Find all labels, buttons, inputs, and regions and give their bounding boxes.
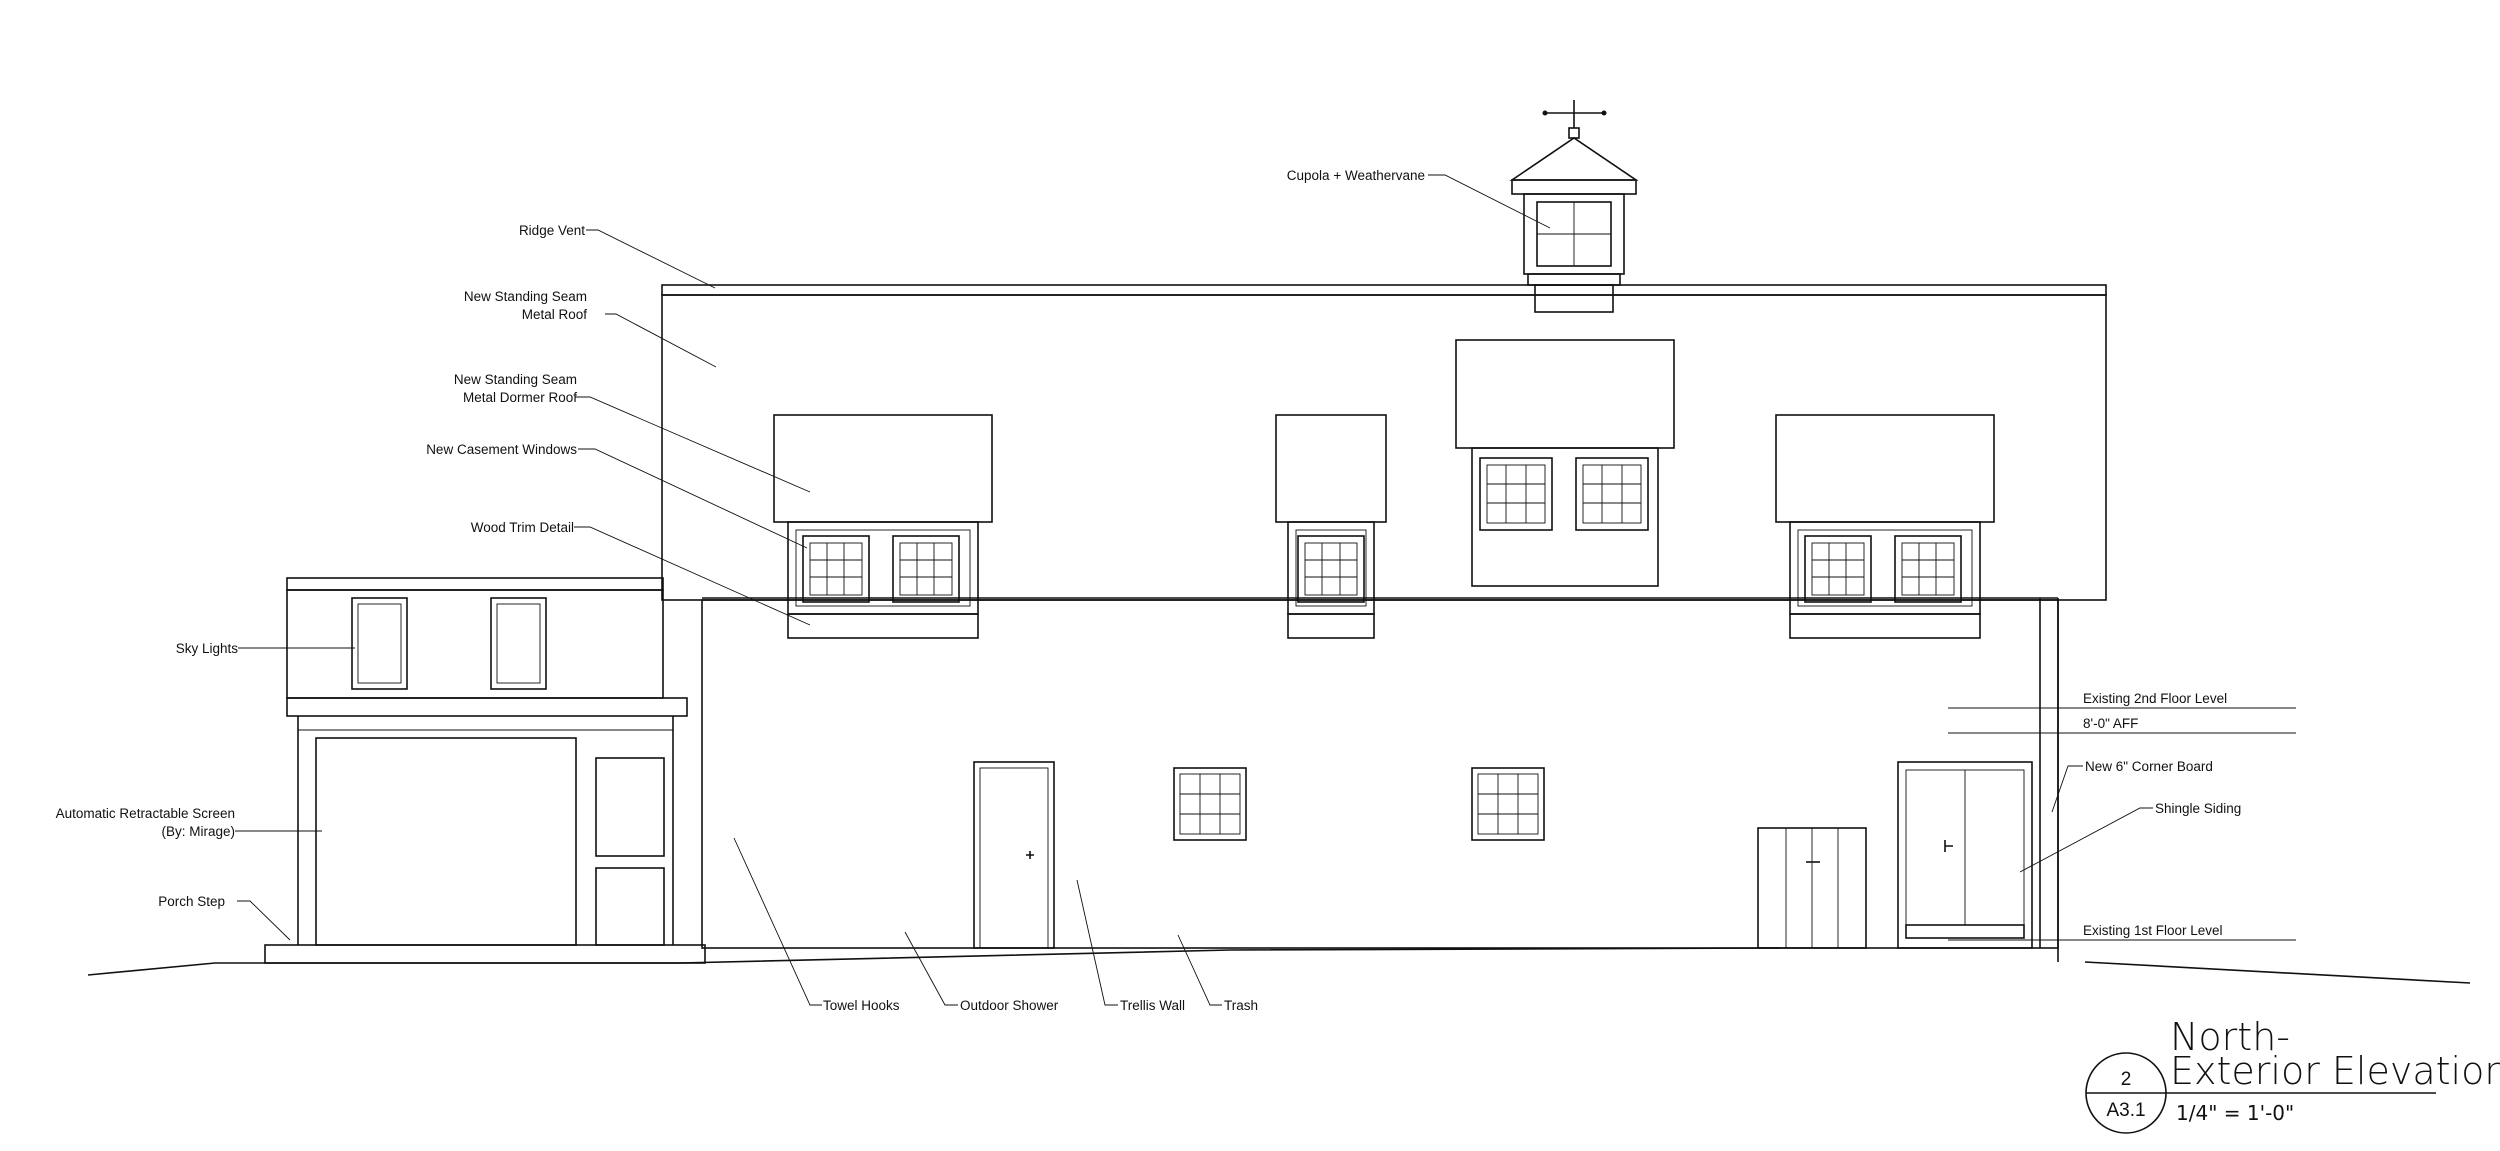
- corner-board: [2039, 598, 2059, 962]
- dormer-4: [1775, 414, 1995, 639]
- label-shingle-siding: Shingle Siding: [2155, 801, 2241, 816]
- label-porch-step: Porch Step: [158, 894, 225, 909]
- title-line1: North-: [2170, 1015, 2290, 1059]
- label-aff: 8'-0" AFF: [2083, 716, 2138, 731]
- wall-window-1: [1173, 767, 1247, 841]
- shower-door: [973, 761, 1055, 949]
- label-wood-trim: Wood Trim Detail: [471, 520, 574, 535]
- shingle-wall: [701, 597, 2059, 949]
- label-cupola: Cupola + Weathervane: [1287, 168, 1425, 183]
- callout-labels: Cupola + Weathervane Ridge Vent New Stan…: [56, 168, 2242, 1013]
- label-screen-line1: Automatic Retractable Screen: [56, 806, 235, 821]
- label-first-floor: Existing 1st Floor Level: [2083, 923, 2223, 938]
- label-second-floor: Existing 2nd Floor Level: [2083, 691, 2227, 706]
- leader-lines: [235, 174, 2153, 1006]
- trash-enclosure: [1757, 827, 1867, 949]
- dormer-1: [773, 414, 993, 639]
- dormer-3: [1455, 339, 1675, 587]
- main-roof: [661, 284, 2107, 601]
- porch-structure: [264, 577, 706, 964]
- label-sky-lights: Sky Lights: [176, 641, 239, 656]
- label-roof-line2: Metal Roof: [522, 307, 588, 322]
- detail-number: 2: [2121, 1069, 2132, 1090]
- label-dormer-roof-line1: New Standing Seam: [454, 372, 577, 387]
- label-dormer-roof-line2: Metal Dormer Roof: [463, 390, 577, 405]
- label-outdoor-shower: Outdoor Shower: [960, 998, 1059, 1013]
- label-screen-line2: (By: Mirage): [161, 824, 235, 839]
- ground-line: [87, 947, 2471, 984]
- side-door: [1897, 761, 2033, 949]
- sheet-number: A3.1: [2106, 1100, 2145, 1121]
- title-line2: Exterior Elevation: [2170, 1049, 2500, 1093]
- label-trellis-wall: Trellis Wall: [1120, 998, 1185, 1013]
- dormer-2: [1275, 414, 1387, 639]
- label-trash: Trash: [1224, 998, 1258, 1013]
- label-casement-windows: New Casement Windows: [426, 442, 577, 457]
- label-corner-board: New 6" Corner Board: [2085, 759, 2213, 774]
- wall-window-2: [1471, 767, 1545, 841]
- label-roof-line1: New Standing Seam: [464, 289, 587, 304]
- level-lines: [1948, 707, 2296, 941]
- label-towel-hooks: Towel Hooks: [823, 998, 900, 1013]
- cupola: [1509, 100, 1639, 313]
- label-ridge-vent: Ridge Vent: [519, 223, 585, 238]
- title-block: 2 A3.1 North- Exterior Elevation 1/4" = …: [2085, 1015, 2500, 1134]
- drawing-scale: 1/4" = 1'-0": [2176, 1101, 2294, 1125]
